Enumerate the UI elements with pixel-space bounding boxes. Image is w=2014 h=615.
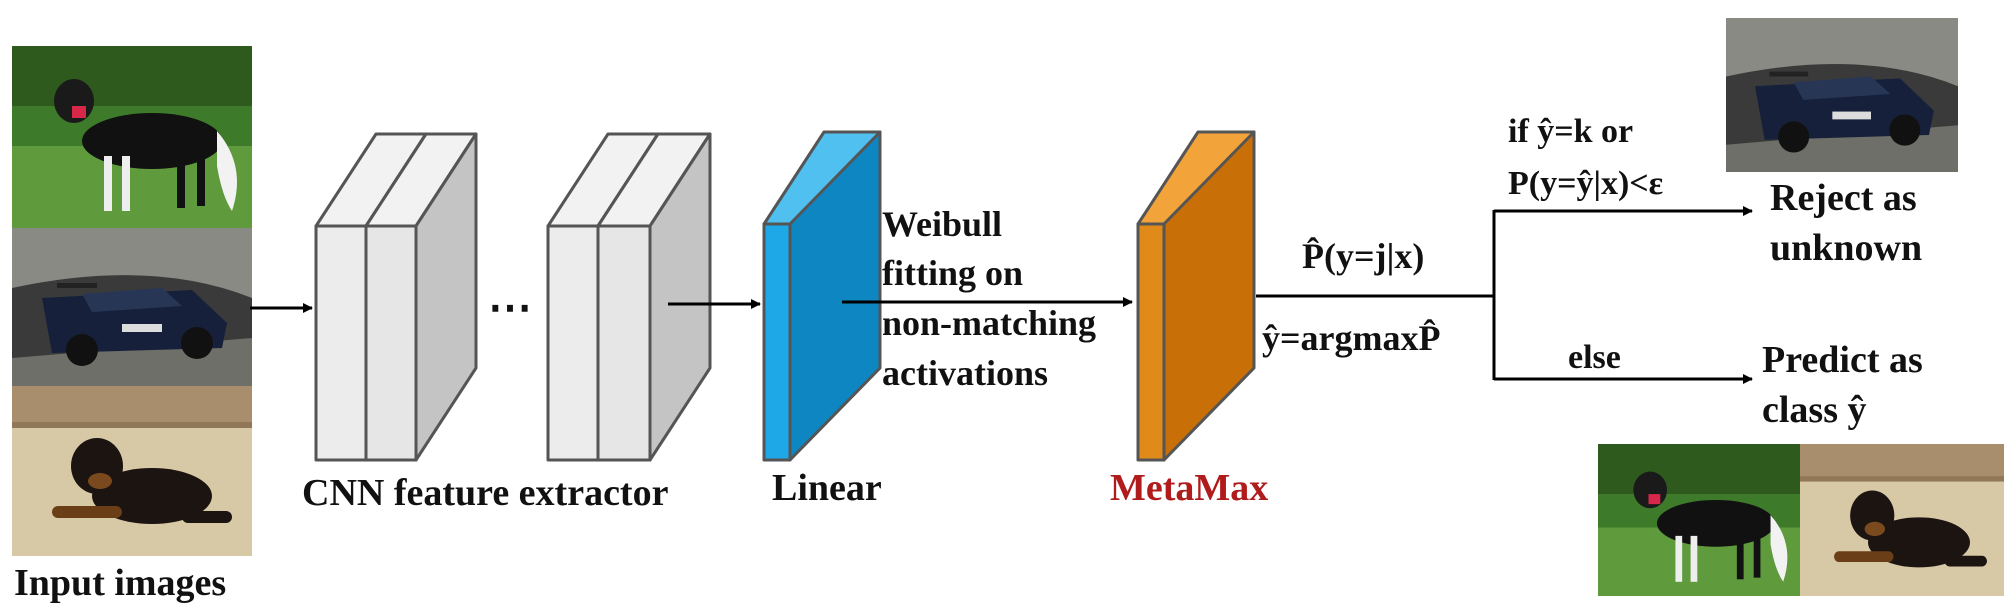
metamax-label: MetaMax: [1110, 467, 1268, 509]
cnn-layer-group-2: [546, 132, 712, 462]
svg-text:activations: activations: [882, 353, 1048, 393]
svg-text:Reject as: Reject as: [1770, 177, 1917, 219]
predicted-image-rottweiler: [1800, 444, 2004, 596]
metamax-layer: [1136, 130, 1256, 462]
ellipsis: ⋯: [488, 283, 532, 332]
input-images: [12, 46, 252, 556]
svg-text:Weibull: Weibull: [882, 204, 1002, 244]
svg-text:fitting on: fitting on: [882, 253, 1023, 293]
reject-label: Reject as unknown: [1770, 177, 1922, 269]
rejected-image-car: [1726, 18, 1958, 172]
weibull-fitting-label: Weibull fitting on non-matching activati…: [882, 204, 1096, 393]
predicted-image-collie: [1598, 444, 1800, 596]
linear-label: Linear: [772, 467, 882, 509]
linear-layer: [762, 130, 882, 462]
svg-text:unknown: unknown: [1770, 227, 1922, 269]
y-hat-label: ŷ=argmaxP̂: [1262, 318, 1440, 358]
input-images-label: Input images: [14, 562, 226, 604]
svg-text:non-matching: non-matching: [882, 303, 1096, 343]
cnn-label: CNN feature extractor: [302, 472, 669, 514]
cnn-layer-group-1: [314, 132, 478, 462]
svg-text:Predict as: Predict as: [1762, 339, 1923, 381]
input-image-rottweiler: [12, 386, 252, 556]
input-image-collie: [12, 46, 252, 228]
svg-text:if ŷ=k or: if ŷ=k or: [1508, 113, 1633, 150]
p-hat-label: P̂(y=j|x): [1302, 236, 1424, 276]
else-label: else: [1568, 339, 1621, 376]
svg-text:P(y=ŷ|x)<ε: P(y=ŷ|x)<ε: [1508, 165, 1663, 202]
reject-condition-label: if ŷ=k or P(y=ŷ|x)<ε: [1508, 113, 1663, 202]
predict-label: Predict as class ŷ: [1762, 339, 1923, 431]
svg-text:class ŷ: class ŷ: [1762, 389, 1867, 431]
input-image-car: [12, 228, 252, 386]
